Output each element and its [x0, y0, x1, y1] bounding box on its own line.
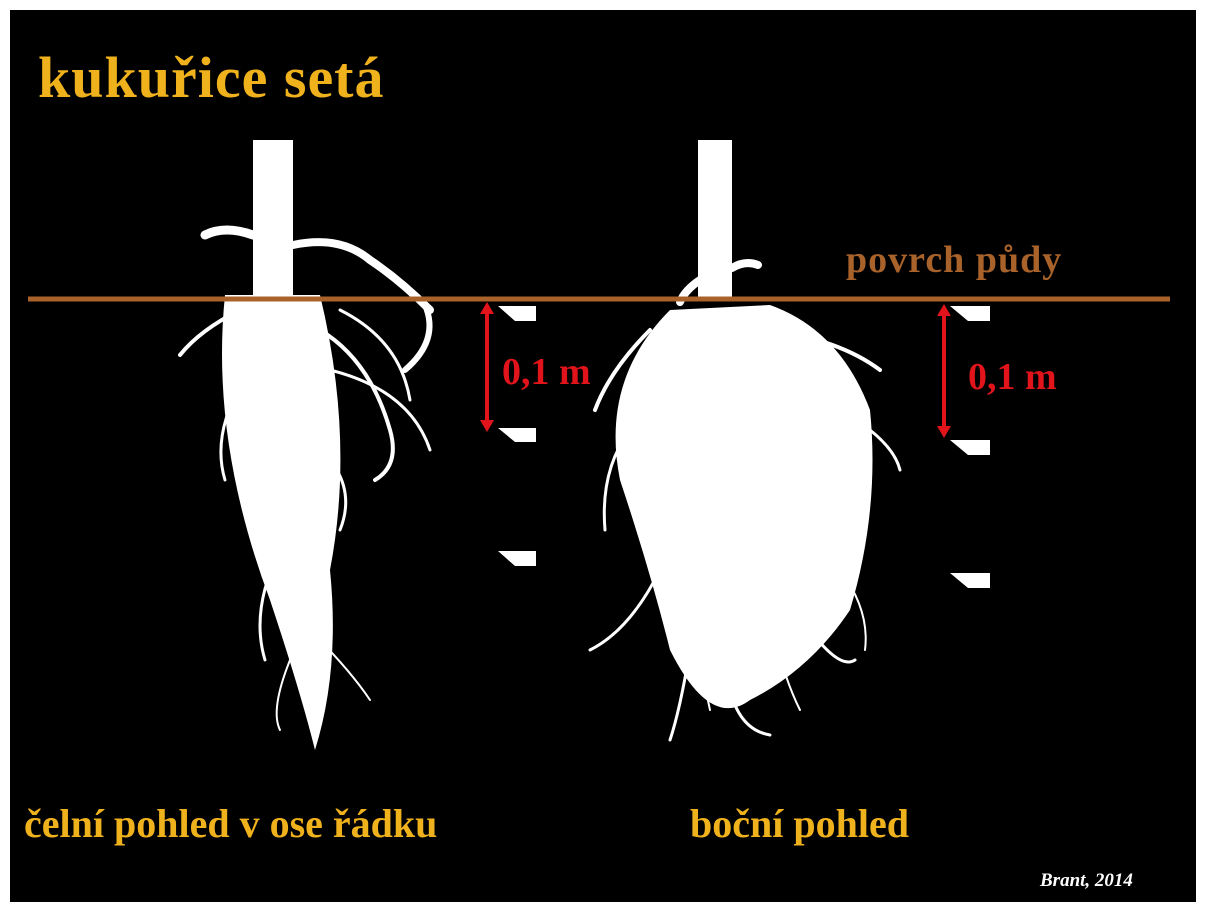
caption-side-view: boční pohled: [690, 800, 909, 847]
soil-surface-label: povrch půdy: [846, 238, 1062, 282]
left-scale-label: 0,1 m: [502, 350, 591, 394]
left-scale-arrow: [480, 302, 494, 432]
right-scale-label: 0,1 m: [968, 355, 1057, 399]
right-depth-markers: [950, 306, 990, 588]
slide: kukuřice setá povrch půdy 0,1 m 0,1 m če…: [10, 10, 1196, 902]
slide-title: kukuřice setá: [38, 44, 385, 111]
left-root-system: [180, 140, 430, 750]
left-depth-markers: [498, 306, 536, 566]
caption-frontal-view: čelní pohled v ose řádku: [24, 800, 437, 847]
root-illustration: [10, 10, 1196, 902]
right-root-system: [590, 140, 900, 740]
source-credit: Brant, 2014: [1040, 870, 1133, 892]
right-scale-arrow: [937, 304, 951, 438]
